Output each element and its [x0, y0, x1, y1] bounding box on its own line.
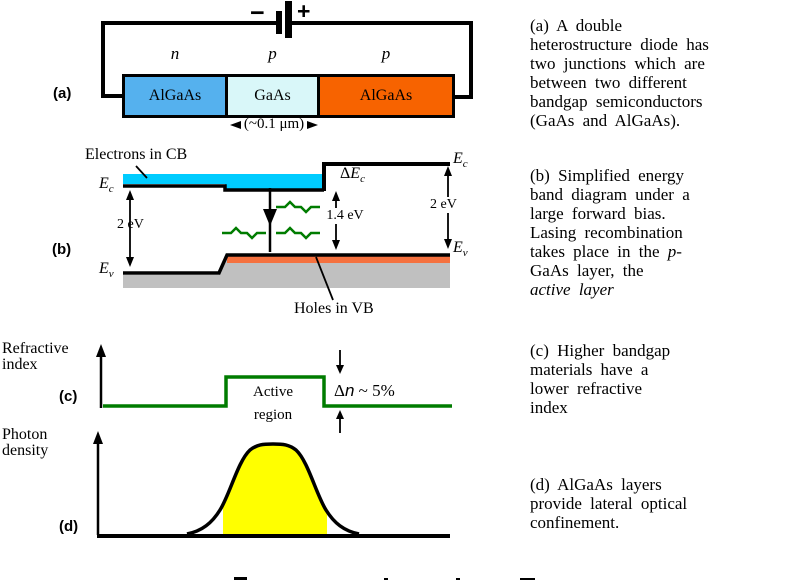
cutoff-text-fragment — [234, 577, 247, 580]
arrow-up-icon — [126, 190, 134, 200]
junction-divider — [225, 77, 228, 115]
refractive-index-svg — [96, 344, 452, 433]
battery-positive-plate-icon — [285, 1, 292, 38]
arrow-left-icon — [229, 120, 241, 129]
wire-left-vertical — [101, 21, 105, 98]
battery-plus-label: + — [297, 0, 311, 24]
wire-left-stub — [101, 94, 125, 98]
arrow-down-icon — [336, 365, 344, 374]
cutoff-text-fragment — [456, 578, 460, 580]
delta-n-label: Δn ~ 5% — [334, 381, 395, 400]
arrow-up-icon — [444, 166, 452, 176]
holes-pointer-line — [315, 256, 334, 301]
gap-right-label: 2 eV — [430, 197, 457, 213]
panel-b-label: (b) — [52, 241, 72, 258]
photon-density-svg — [93, 431, 450, 538]
holes-in-vb-label: Holes in VB — [294, 300, 374, 317]
panel-a-label: (a) — [53, 85, 72, 102]
region-gaas: GaAs — [228, 77, 317, 115]
photon-squiggle-icon — [276, 200, 320, 214]
band-diagram-svg — [123, 162, 452, 301]
yellow-photon-fill — [223, 444, 327, 537]
photon-squiggle-icon — [222, 226, 266, 240]
arrow-down-icon — [263, 209, 277, 226]
wire-top-right — [292, 21, 473, 25]
photon-squiggle-icon — [276, 226, 320, 240]
gap-mid-label: 1.4 eV — [322, 208, 368, 224]
junction-divider — [317, 77, 320, 115]
wire-right-vertical — [469, 21, 473, 99]
arrow-up-icon — [336, 410, 344, 419]
wire-right-stub — [450, 95, 473, 99]
layer-stack: AlGaAs GaAs AlGaAs — [122, 74, 455, 118]
holes-strip — [227, 256, 450, 263]
ec-left-label: Ec — [99, 175, 114, 196]
conduction-band-step — [322, 162, 450, 191]
doping-label-n: n — [170, 44, 180, 63]
battery-minus-label: − — [250, 0, 265, 27]
doping-label-p1: p — [268, 44, 277, 63]
arrow-up-icon — [93, 431, 103, 444]
valence-band-edge — [123, 253, 450, 275]
panel-d-label: (d) — [59, 518, 79, 535]
doping-label-p2: p — [381, 44, 391, 63]
conduction-band-electrons-fill — [123, 174, 324, 189]
arrow-down-icon — [444, 239, 452, 249]
ec-right-label: Ec — [453, 150, 468, 171]
wire-top-left — [101, 21, 277, 25]
photon-density-axis-label: Photon density — [2, 426, 49, 459]
valence-band-gray-fill — [123, 257, 450, 288]
green-index-profile — [103, 375, 452, 408]
panel-c-label: (c) — [59, 388, 78, 405]
arrow-right-icon — [307, 120, 319, 129]
electrons-pointer-line — [135, 165, 148, 179]
ev-left-label: Ev — [99, 260, 114, 281]
gap-left-label: 2 eV — [117, 217, 144, 232]
battery-negative-plate-icon — [276, 11, 282, 34]
region-algaas-p: AlGaAs — [320, 77, 452, 115]
region-algaas-n: AlGaAs — [125, 77, 225, 115]
conduction-band-edge — [123, 184, 324, 192]
delta-ec-label: ΔEc — [340, 165, 365, 186]
cutoff-text-fragment — [384, 578, 388, 580]
arrow-up-icon — [96, 344, 106, 357]
active-region-label: Active region — [253, 384, 293, 423]
arrow-down-icon — [332, 240, 340, 250]
arrow-down-icon — [126, 257, 134, 267]
electrons-in-cb-label: Electrons in CB — [85, 146, 188, 163]
photon-density-curve — [186, 442, 360, 536]
refractive-index-axis-label: Refractive index — [2, 340, 69, 373]
cutoff-text-fragment — [520, 578, 535, 580]
active-layer-size-label: (~0.1 μm) — [218, 116, 330, 133]
arrow-up-icon — [332, 191, 340, 201]
ev-right-label: Ev — [453, 239, 468, 260]
